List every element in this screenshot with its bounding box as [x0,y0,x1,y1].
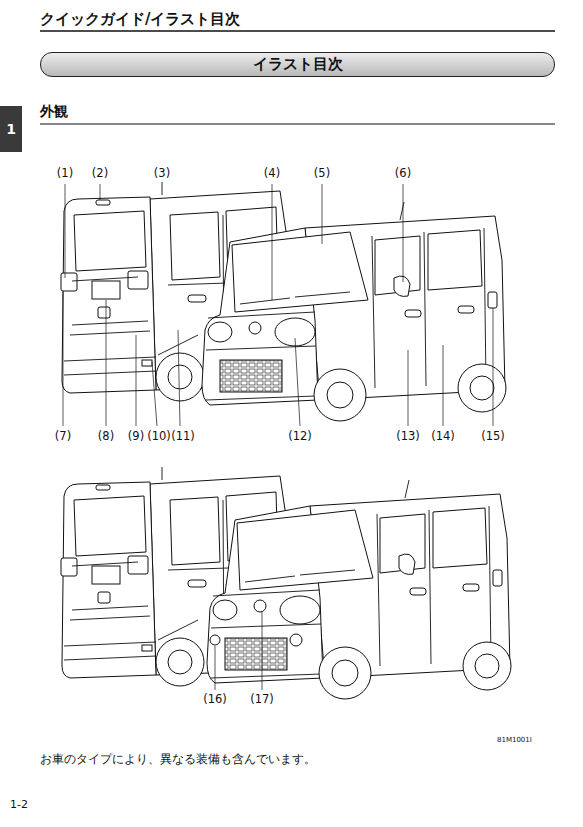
callout-number: (12) [288,429,312,443]
rule [40,123,555,124]
car-front-view [202,202,506,421]
spacer [0,795,583,796]
callout-number: (17) [250,692,274,706]
callout-number: (6) [395,166,411,180]
callout-number: (4) [264,166,280,180]
rule [40,30,555,32]
callout-number: (1) [57,166,73,180]
callout-number: (8) [98,429,114,443]
callout-number: (3) [154,166,170,180]
section-band: イラスト目次 [40,52,555,77]
figure-code: 81M1001I [497,736,532,744]
callout-number: (9) [128,429,144,443]
node-text: イラスト目次 [253,55,343,74]
callout-number: (14) [431,429,455,443]
car-front-view [207,480,511,699]
chapter-tab: 1 [0,106,22,152]
callout-number: (15) [481,429,505,443]
leader-lines [63,184,493,690]
callout-number: (11) [171,429,195,443]
callout-number: (7) [55,429,71,443]
callout-number: (13) [396,429,420,443]
fog-lamps [210,634,302,646]
callout-number: (16) [203,692,227,706]
page-header: クイックガイド/イラスト目次 [40,10,240,29]
callout-number: (5) [314,166,330,180]
page-number: 1-2 [10,798,28,811]
node-text: 1 [6,121,16,137]
callout-number: (2) [92,166,108,180]
section-heading: 外観 [40,103,68,121]
note: お車のタイプにより、異なる装備も含んでいます。 [40,752,316,767]
callout-number: (10) [147,429,171,443]
